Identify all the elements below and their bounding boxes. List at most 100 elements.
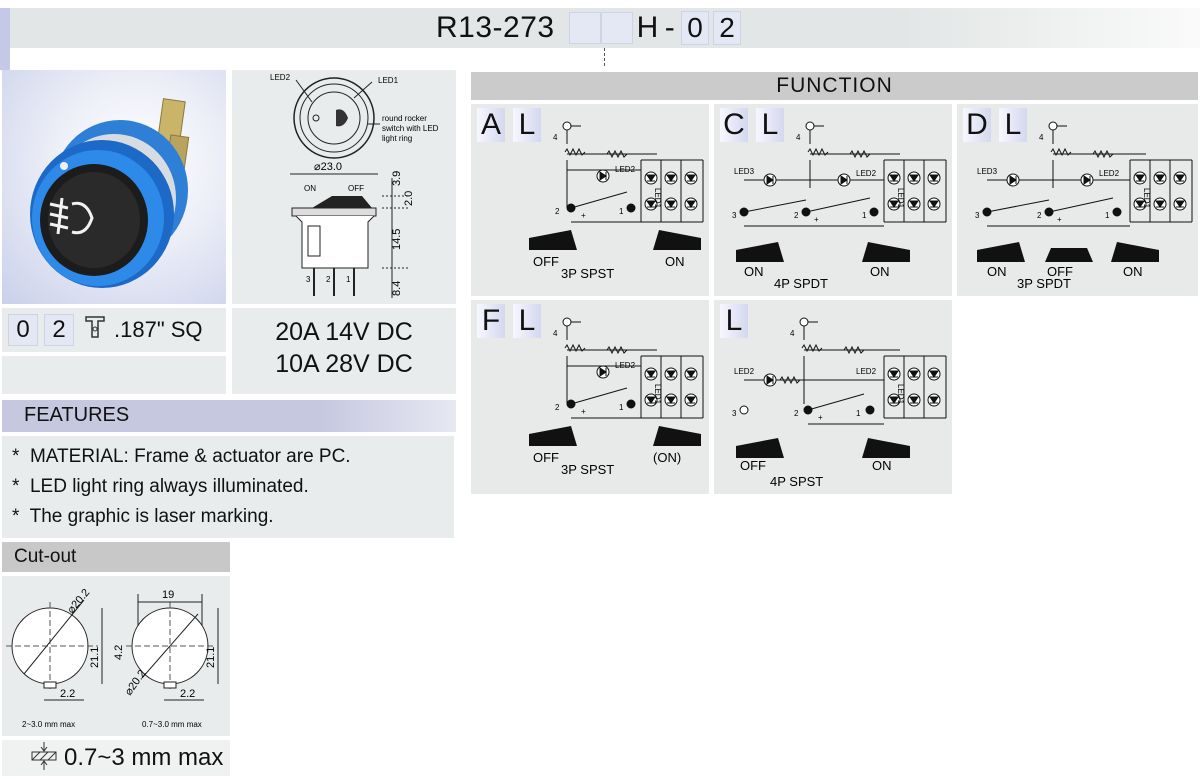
resistor-icon bbox=[843, 345, 865, 355]
led2-label: LED2 bbox=[615, 165, 636, 174]
function-header: FUNCTION bbox=[471, 72, 1198, 100]
terminal-code-1: 0 bbox=[8, 314, 38, 346]
drawing-pin-2: 2 bbox=[326, 275, 331, 284]
panel-thickness: 0.7~3 mm max bbox=[2, 740, 230, 776]
led-diode-icon bbox=[907, 393, 921, 407]
led1-label: LED1 bbox=[896, 188, 905, 209]
drawing-pin-3: 3 bbox=[306, 275, 311, 284]
function-code-letter: C bbox=[720, 108, 748, 142]
terminal-blank bbox=[2, 356, 226, 394]
part-dash: - bbox=[664, 11, 676, 44]
position-label: ON bbox=[870, 264, 890, 279]
rocker-position-icon bbox=[1111, 242, 1159, 262]
cutout-right-top: 19 bbox=[162, 589, 174, 601]
cutout-drawing: ⌀20.2 21.1 2.2 2~3.0 mm max 19 ⌀20.2 21.… bbox=[2, 576, 230, 736]
schematic-wire bbox=[805, 197, 871, 213]
terminal-dot bbox=[869, 207, 879, 217]
function-code-letter: L bbox=[999, 108, 1027, 142]
pin-4-label: 4 bbox=[1039, 133, 1044, 142]
led-diode-icon bbox=[664, 367, 678, 381]
pin-4-label: 4 bbox=[553, 133, 558, 142]
led2-label: LED2 bbox=[856, 367, 877, 376]
led1-label: LED1 bbox=[1142, 188, 1151, 209]
rating-line-1: 20A 14V DC bbox=[275, 318, 413, 346]
led-diode-icon bbox=[684, 197, 698, 211]
pin-1-label: 1 bbox=[619, 403, 624, 412]
terminal-dot bbox=[865, 405, 875, 415]
resistor-icon bbox=[1092, 149, 1114, 159]
resistor-icon bbox=[779, 375, 801, 385]
led-diode-icon bbox=[644, 393, 658, 407]
position-label: ON bbox=[744, 264, 764, 279]
thickness-icon bbox=[30, 741, 60, 775]
dimension-drawing: LED2 LED1 round rocker switch with LED l… bbox=[232, 70, 456, 304]
pin-3-label: 3 bbox=[975, 211, 980, 220]
terminal-dot bbox=[562, 121, 572, 131]
pin-3-label: 3 bbox=[732, 211, 737, 220]
led1-label: LED1 bbox=[896, 384, 905, 405]
drawing-dim-3-9: 3.9 bbox=[391, 171, 403, 186]
pin-4-label: 4 bbox=[790, 329, 795, 338]
resistor-icon bbox=[606, 149, 628, 159]
cutout-right-mid: 4.2 bbox=[113, 645, 125, 660]
led-diode-icon bbox=[664, 171, 678, 185]
tab-terminal-icon bbox=[84, 315, 106, 346]
drawing-note-2: switch with LED bbox=[382, 124, 439, 133]
led-diode-icon bbox=[887, 197, 901, 211]
rocker-position-icon bbox=[862, 438, 910, 458]
led-diode-icon bbox=[1133, 197, 1147, 211]
function-type-label: 3P SPDT bbox=[1017, 276, 1071, 291]
function-code-letter: D bbox=[963, 108, 991, 142]
function-type-label: 3P SPST bbox=[561, 266, 614, 281]
plus-label: + bbox=[814, 215, 819, 224]
code-slot-2 bbox=[600, 12, 633, 44]
led-diode-icon bbox=[907, 171, 921, 185]
terminal-dot bbox=[626, 399, 636, 409]
pin-2-label: 2 bbox=[555, 403, 560, 412]
electrical-rating: 20A 14V DC 10A 28V DC bbox=[232, 308, 456, 394]
terminal-dot bbox=[626, 203, 636, 213]
cutout-left-note: 2~3.0 mm max bbox=[22, 720, 75, 729]
led3-label: LED3 bbox=[734, 167, 755, 176]
led-diode-icon bbox=[763, 173, 777, 187]
position-label: OFF bbox=[1047, 264, 1073, 279]
led-diode-icon bbox=[887, 171, 901, 185]
code-slot-1 bbox=[568, 12, 601, 44]
led-diode-icon bbox=[927, 197, 941, 211]
pin-2-label: 2 bbox=[794, 211, 799, 220]
led-diode-icon bbox=[1006, 173, 1020, 187]
pin-1-label: 1 bbox=[1105, 211, 1110, 220]
feature-item: * The graphic is laser marking. bbox=[12, 506, 274, 527]
led-diode-icon bbox=[927, 393, 941, 407]
led-diode-icon bbox=[907, 367, 921, 381]
led-diode-icon bbox=[1173, 171, 1187, 185]
features-header: FEATURES bbox=[2, 400, 456, 432]
pin-1-label: 1 bbox=[619, 207, 624, 216]
terminal-dot bbox=[799, 317, 809, 327]
part-h: H bbox=[636, 11, 659, 44]
rocker-position-icon bbox=[529, 230, 577, 250]
feature-item: * LED light ring always illuminated. bbox=[12, 476, 309, 497]
led-diode-icon bbox=[1173, 197, 1187, 211]
plus-label: + bbox=[581, 407, 586, 416]
led-diode-icon bbox=[684, 393, 698, 407]
cutout-right-height: 21.1 bbox=[205, 647, 217, 668]
rocker-position-icon bbox=[653, 230, 701, 250]
pin-2-label: 2 bbox=[794, 409, 799, 418]
led-diode-icon bbox=[1133, 171, 1147, 185]
drawing-note-3: light ring bbox=[382, 134, 412, 143]
drawing-note-1: round rocker bbox=[382, 114, 427, 123]
terminal-spec: 0 2 .187" SQ bbox=[2, 308, 226, 352]
plus-label: + bbox=[818, 413, 823, 422]
led-diode-icon bbox=[644, 171, 658, 185]
product-photo bbox=[2, 70, 226, 304]
